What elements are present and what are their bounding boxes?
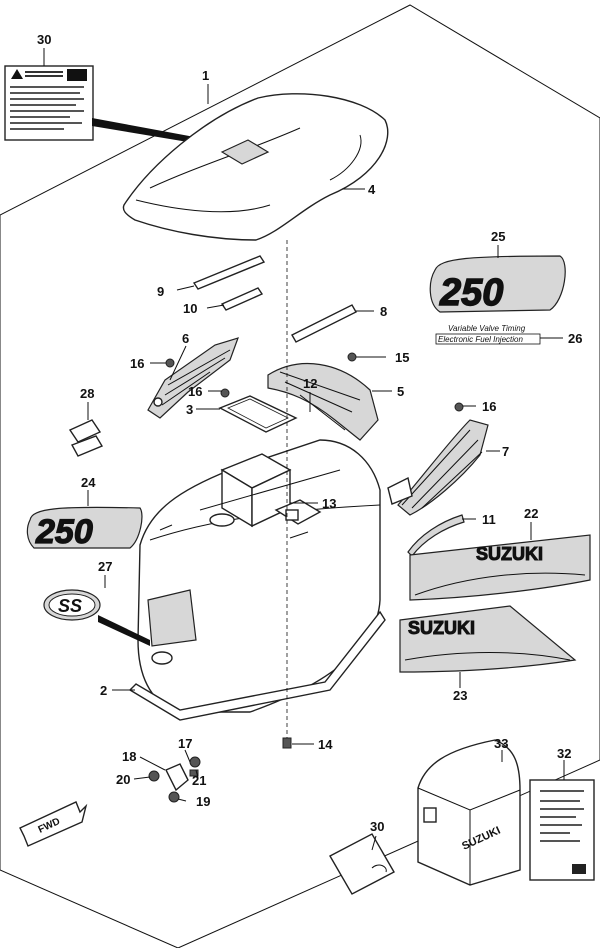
part-31-bag (329, 833, 395, 895)
part-17-screw (220, 388, 230, 398)
part-7-rear-mesh (387, 419, 489, 516)
callout-4: 4 (368, 182, 376, 197)
callout-10: 10 (183, 301, 197, 316)
callout-numbers: 30 1 4 25 9 10 8 26 6 16 15 12 5 28 16 1… (37, 32, 582, 834)
vvt-line-2: Electronic Fuel Injection (438, 335, 523, 344)
callout-23: 22 (524, 506, 538, 521)
callout-29: 28 (80, 386, 94, 401)
callout-15: 15 (395, 350, 409, 365)
suzuki-decal-lower-text: SUZUKI (408, 618, 475, 638)
frame-outline (0, 4, 600, 948)
part-14-screw (282, 240, 292, 749)
part-32-owners-manual (529, 779, 595, 881)
callout-6: 6 (182, 331, 189, 346)
fwd-arrow: FWD (19, 801, 88, 847)
part-27-vvt-label: Variable Valve Timing Electronic Fuel In… (435, 324, 541, 345)
callout-28: 27 (98, 559, 112, 574)
part-29-s-emblem (68, 419, 104, 457)
part-1-top-cover (122, 93, 389, 241)
callout-18: 17 (178, 736, 192, 751)
decal-250-small: 250 (35, 513, 93, 551)
callout-19: 18 (122, 749, 136, 764)
part-18-22-latch-hardware (148, 756, 201, 803)
callout-7: 7 (502, 444, 509, 459)
callout-2: 2 (100, 683, 107, 698)
part-6-mesh-bracket (147, 337, 239, 419)
part-10-strip (220, 287, 264, 311)
part-16-screw-left (165, 358, 175, 368)
callout-26: 25 (491, 229, 505, 244)
callout-32: 32 (557, 746, 571, 761)
callout-27: 26 (568, 331, 582, 346)
callout-16-left: 16 (130, 356, 144, 371)
part-2-lower-seal (128, 610, 386, 721)
part-33-protective-cover: SUZUKI (417, 739, 521, 886)
part-25-decal-250: 250 (26, 506, 143, 552)
part-8-strip (291, 304, 357, 343)
callout-25: 24 (81, 475, 96, 490)
callout-3: 3 (186, 402, 193, 417)
callout-33: 33 (494, 736, 508, 751)
main-engine-cover (137, 439, 381, 713)
callout-17: 16 (188, 384, 202, 399)
part-9-strip (192, 255, 266, 290)
callout-1: 1 (202, 68, 209, 83)
part-24-suzuki-decal: SUZUKI (399, 605, 577, 673)
part-11-strip (407, 514, 465, 557)
callout-14: 14 (318, 737, 333, 752)
callout-30: 30 (37, 32, 51, 47)
callout-20: 19 (196, 794, 210, 809)
part-3-gasket (218, 395, 298, 433)
callout-21: 20 (116, 772, 130, 787)
part-28-ss-badge: SS (43, 589, 150, 646)
callout-8: 8 (380, 304, 387, 319)
part-30-caution-label (4, 65, 200, 144)
callout-12: 12 (303, 376, 317, 391)
part-26-decal-250: 250 (429, 255, 566, 315)
decal-250-large: 250 (439, 272, 503, 314)
part-15-screw (347, 352, 357, 362)
callout-16-right: 16 (482, 399, 496, 414)
ss-badge-text: SS (58, 596, 82, 616)
vvt-line-1: Variable Valve Timing (448, 324, 526, 333)
part-12-side-rail (267, 363, 379, 441)
callout-22: 21 (192, 773, 206, 788)
part-23-suzuki-decal: SUZUKI (409, 534, 591, 601)
callout-5: 5 (397, 384, 404, 399)
callout-13: 13 (322, 496, 336, 511)
leader-lines (43, 48, 565, 851)
callout-11: 11 (482, 512, 496, 527)
suzuki-decal-upper-text: SUZUKI (476, 544, 543, 564)
part-16-screw-right (454, 402, 464, 412)
callout-31: 30 (370, 819, 384, 834)
callout-24: 23 (453, 688, 467, 703)
callout-9: 9 (157, 284, 164, 299)
